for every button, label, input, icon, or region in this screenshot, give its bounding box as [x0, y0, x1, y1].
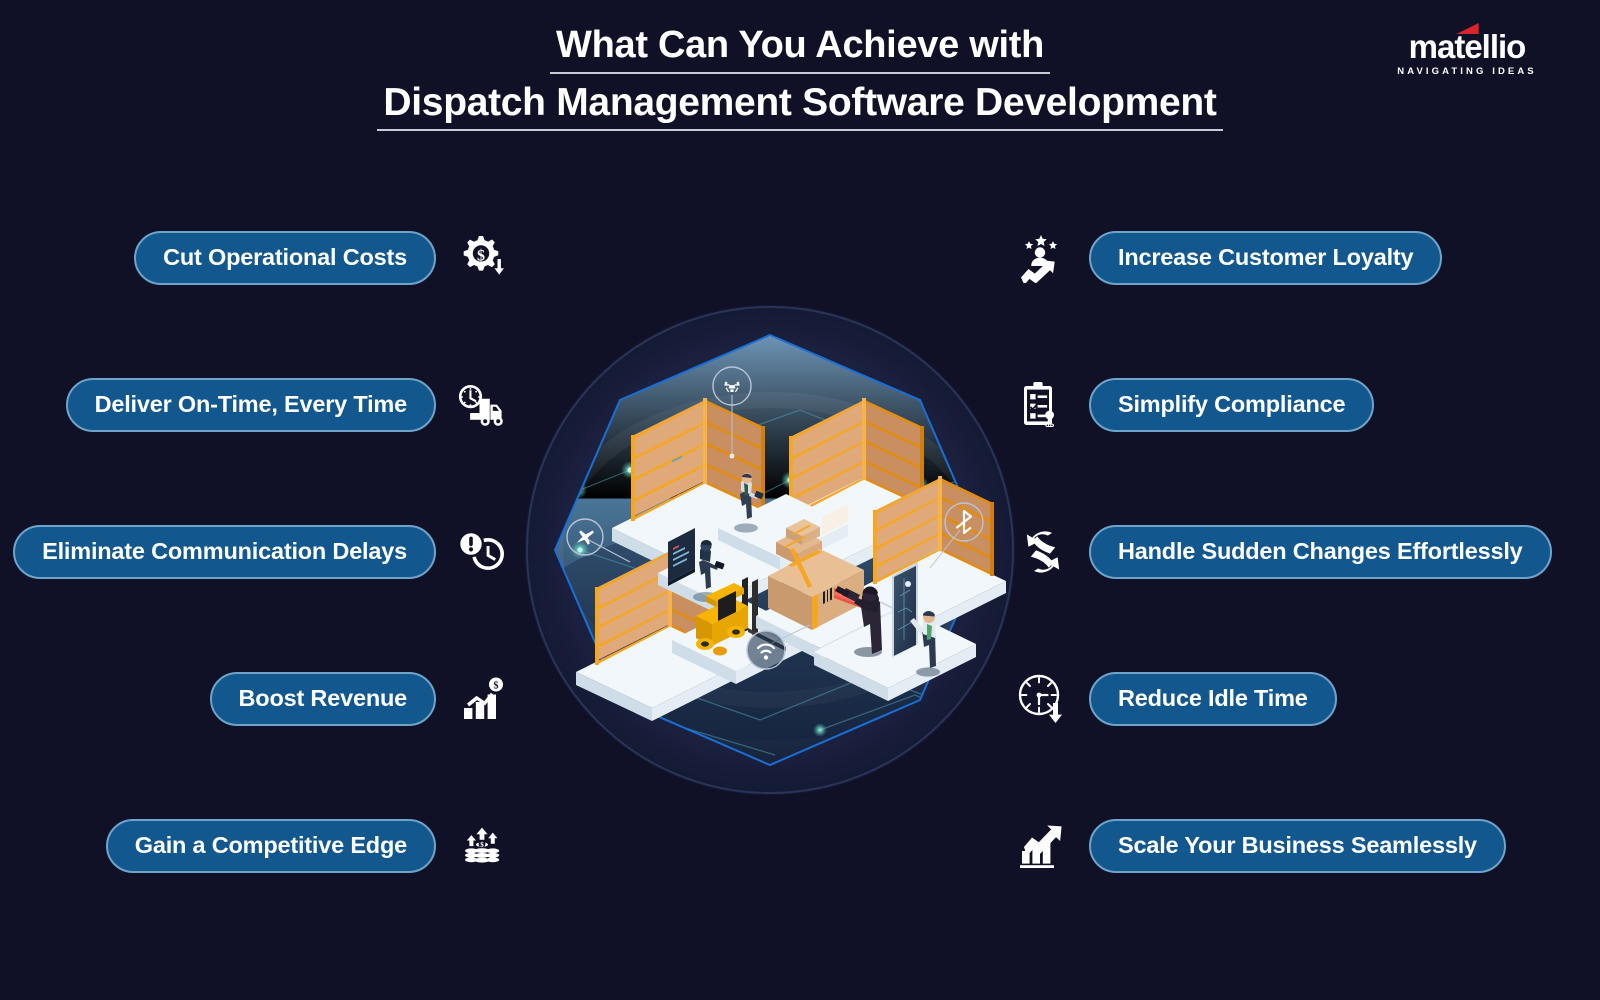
logo-tagline: NAVIGATING IDEAS: [1397, 66, 1537, 77]
clipboard-check-icon: [1015, 377, 1071, 433]
logo-flag-icon: [1456, 23, 1479, 34]
benefit-pill-handle-sudden-changes[interactable]: Handle Sudden Changes Effortlessly: [1089, 525, 1552, 579]
badge-bluetooth: [929, 502, 984, 569]
benefit-pill-increase-customer-loyalty[interactable]: Increase Customer Loyalty: [1089, 231, 1443, 285]
person-stars-growth-icon: [1015, 230, 1071, 286]
touchscreen-panel: [890, 562, 920, 659]
benefit-row-gain-competitive-edge[interactable]: Gain a Competitive Edge $: [105, 818, 510, 874]
octagon-outline: [553, 333, 987, 767]
title-line-2: Dispatch Management Software Development: [377, 81, 1223, 132]
coins-arrows-up-icon: $: [454, 818, 510, 874]
benefit-pill-simplify-compliance[interactable]: Simplify Compliance: [1089, 378, 1375, 432]
logo-word-text: matellio: [1408, 28, 1527, 65]
refresh-arrows-icon: [1015, 524, 1071, 580]
matellio-logo[interactable]: matellio NAVIGATING IDEAS: [1392, 23, 1542, 77]
worker-panel: [910, 611, 940, 677]
warehouse-content: [566, 366, 1006, 721]
benefit-pill-gain-competitive-edge[interactable]: Gain a Competitive Edge: [105, 819, 436, 873]
benefit-pill-cut-operational-costs[interactable]: Cut Operational Costs: [134, 231, 436, 285]
logo-wordmark: matellio: [1408, 23, 1527, 65]
benefit-row-boost-revenue[interactable]: Boost Revenue $: [209, 671, 510, 727]
benefit-pill-scale-your-business[interactable]: Scale Your Business Seamlessly: [1089, 819, 1506, 873]
badge-wifi: [746, 624, 811, 670]
page-title: What Can You Achieve with Dispatch Manag…: [0, 24, 1600, 132]
badge-plane: [566, 518, 631, 563]
page-header: What Can You Achieve with Dispatch Manag…: [0, 0, 1600, 150]
benefit-row-increase-customer-loyalty[interactable]: Increase Customer Loyalty: [1015, 230, 1443, 286]
benefit-pill-boost-revenue[interactable]: Boost Revenue: [209, 672, 436, 726]
scanned-carton: [768, 503, 864, 630]
clock-down-arrow-icon: [1015, 671, 1071, 727]
benefit-row-reduce-idle-time[interactable]: Reduce Idle Time: [1015, 671, 1337, 727]
benefit-row-eliminate-communication-delays[interactable]: Eliminate Communication Delays: [13, 524, 510, 580]
rack-topright: [789, 398, 924, 518]
bar-chart-dollar-icon: $: [454, 671, 510, 727]
benefit-pill-reduce-idle-time[interactable]: Reduce Idle Time: [1089, 672, 1337, 726]
rack-topleft: [631, 398, 765, 521]
title-line-1: What Can You Achieve with: [550, 24, 1050, 74]
svg-text:$: $: [494, 681, 499, 692]
worker-clipboard: [734, 472, 764, 533]
rack-right: [873, 476, 994, 584]
truck-clock-icon: [454, 377, 510, 433]
svg-text:$: $: [477, 247, 485, 264]
benefit-row-deliver-on-time[interactable]: Deliver On-Time, Every Time: [65, 377, 510, 433]
worker-scanner: [835, 586, 882, 657]
wall-tablet-display: [668, 455, 695, 586]
isometric-smart-warehouse-illustration: [520, 300, 1020, 800]
benefit-row-handle-sudden-changes[interactable]: Handle Sudden Changes Effortlessly: [1015, 524, 1552, 580]
benefit-row-simplify-compliance[interactable]: Simplify Compliance: [1015, 377, 1375, 433]
benefit-row-cut-operational-costs[interactable]: Cut Operational Costs $: [134, 230, 510, 286]
benefit-pill-eliminate-communication-delays[interactable]: Eliminate Communication Delays: [13, 525, 436, 579]
benefit-row-scale-your-business[interactable]: Scale Your Business Seamlessly: [1015, 818, 1506, 874]
alert-clock-icon: [454, 524, 510, 580]
benefit-pill-deliver-on-time[interactable]: Deliver On-Time, Every Time: [65, 378, 436, 432]
barcode: [823, 587, 832, 604]
badge-drone: [712, 366, 752, 459]
svg-text:$: $: [480, 841, 484, 849]
growth-chart-arrow-icon: [1015, 818, 1071, 874]
gear-dollar-down-icon: $: [454, 230, 510, 286]
